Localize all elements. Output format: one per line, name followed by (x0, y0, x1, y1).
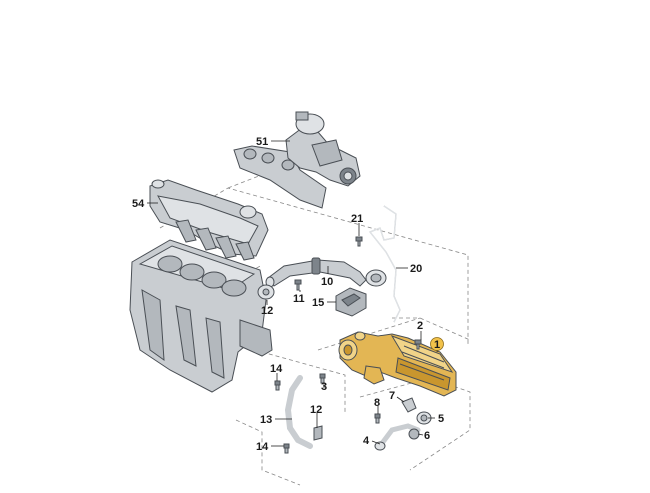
callout-54: 54 (132, 198, 145, 210)
callout-4: 4 (363, 435, 370, 447)
bolt-part-8[interactable] (374, 413, 381, 424)
engine-block-part[interactable] (129, 239, 273, 393)
coolant-pipe-part[interactable] (265, 257, 367, 288)
callout-6: 6 (424, 430, 430, 442)
connector-part-7[interactable] (401, 397, 417, 413)
callout-15: 15 (312, 297, 324, 309)
callout-1-highlight: 1 (430, 337, 444, 351)
turbocharger-part[interactable] (233, 111, 361, 209)
callout-12-upper: 12 (261, 305, 273, 317)
bracket-part-15[interactable] (335, 287, 367, 317)
pipe-part-4[interactable] (374, 423, 421, 451)
callout-labels: 51 54 21 20 10 11 12 15 2 1 14 3 13 12 1… (132, 136, 444, 453)
callout-14-upper: 14 (270, 363, 283, 375)
gasket-part-12-upper[interactable] (257, 284, 275, 300)
exhaust-manifold-part[interactable] (149, 179, 269, 261)
callout-20: 20 (410, 263, 422, 275)
bolt-part-14-upper[interactable] (274, 380, 281, 391)
callout-12-lower: 12 (310, 404, 322, 416)
callout-5: 5 (438, 413, 444, 425)
clip-part-12-lower[interactable] (313, 425, 323, 441)
bolt-part-21[interactable] (355, 236, 363, 247)
gasket-part-5[interactable] (416, 411, 432, 425)
bolt-part-3[interactable] (319, 373, 326, 384)
callout-21: 21 (351, 213, 363, 225)
callout-3: 3 (321, 381, 327, 393)
vacuum-pipe-part-20[interactable] (368, 205, 401, 323)
callout-10: 10 (321, 276, 333, 288)
bolt-part-14-lower[interactable] (283, 443, 290, 454)
callout-2: 2 (417, 320, 423, 332)
clamp-part-6[interactable] (408, 428, 420, 440)
callout-7: 7 (389, 390, 395, 402)
bolt-part-2[interactable] (414, 339, 422, 350)
callout-1: 1 (434, 339, 440, 351)
seal-ring-part[interactable] (365, 269, 387, 287)
callout-14-lower: 14 (256, 441, 269, 453)
bolt-part-11[interactable] (294, 279, 302, 291)
callout-11: 11 (293, 293, 305, 305)
callout-51: 51 (256, 136, 268, 148)
egr-cooler-part-1[interactable] (338, 331, 457, 397)
coolant-hose-part-13[interactable] (284, 375, 313, 449)
callout-13: 13 (260, 414, 272, 426)
callout-8: 8 (374, 397, 380, 409)
